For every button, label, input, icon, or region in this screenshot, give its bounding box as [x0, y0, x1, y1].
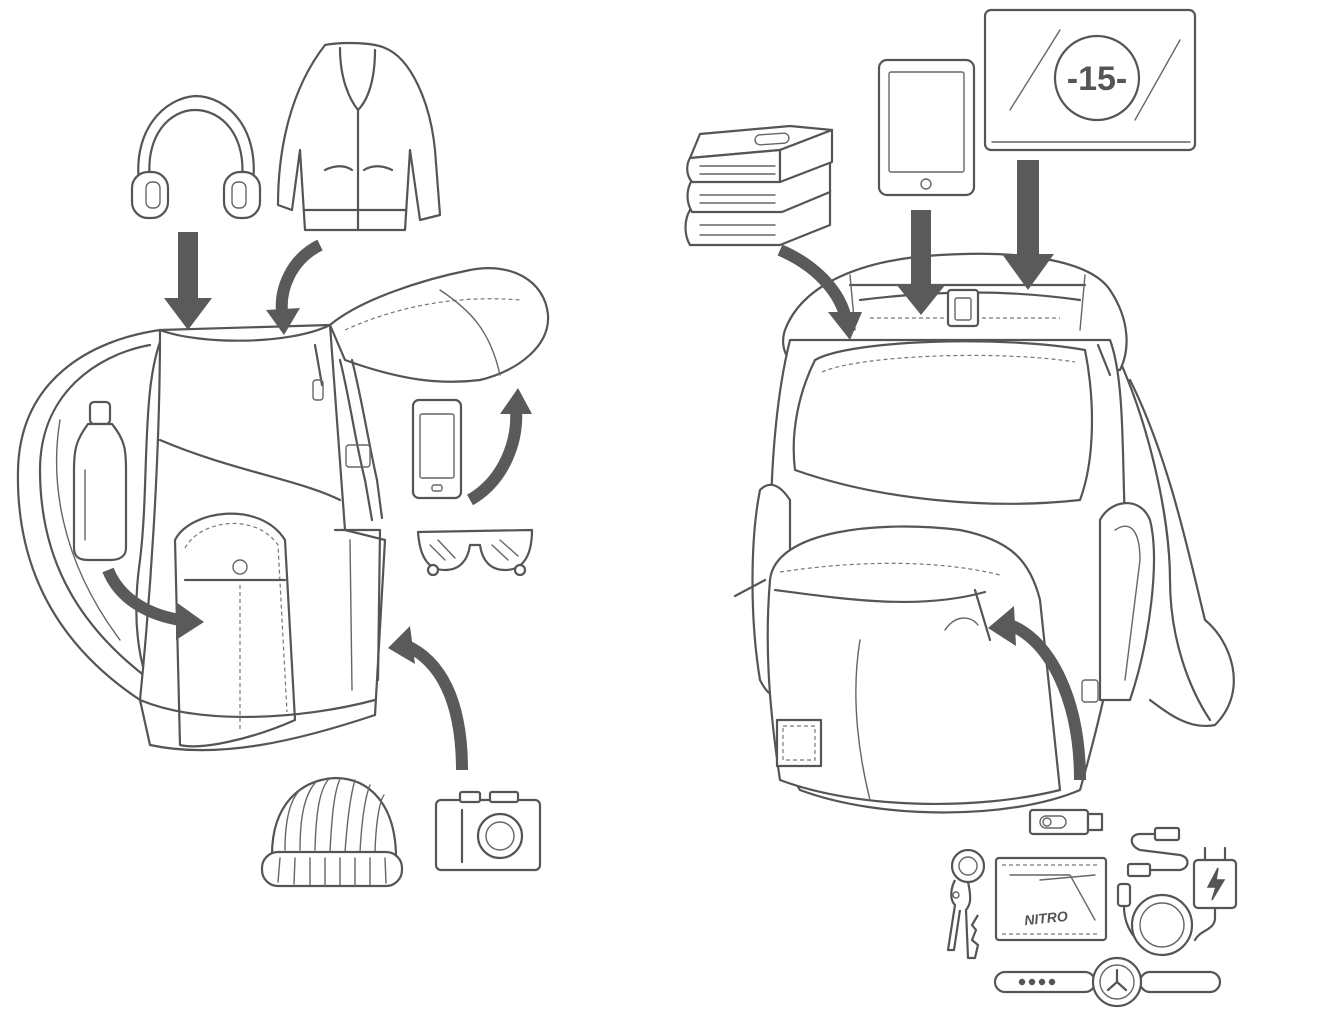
smartphone-icon	[411, 398, 463, 500]
headphones-icon	[130, 94, 262, 220]
usb-stick-icon	[1028, 808, 1104, 836]
left-backpack	[16, 267, 550, 752]
water-bottle-icon	[72, 400, 128, 562]
watch-icon	[993, 956, 1222, 1008]
laptop-icon: -15-	[983, 8, 1197, 152]
usb-cable-icon	[1126, 826, 1189, 878]
hoodie-icon	[276, 41, 442, 232]
arrow-hoodie	[266, 239, 323, 335]
sunglasses-icon	[416, 528, 534, 577]
arrow-phone-sunglasses	[466, 388, 532, 506]
arrow-laptop	[1002, 160, 1054, 290]
arrow-tablet	[896, 210, 946, 315]
tablet-icon	[877, 58, 976, 197]
earphones-icon	[1116, 882, 1194, 957]
arrow-bottle	[102, 567, 204, 640]
wallet-icon: NITRO	[994, 856, 1108, 942]
arrow-accessories	[988, 606, 1086, 781]
charger-icon	[1192, 846, 1238, 942]
arrow-beanie-camera	[388, 626, 468, 771]
arrow-headphones	[164, 232, 212, 330]
laptop-badge: -15-	[1067, 60, 1127, 98]
books-icon	[684, 124, 834, 247]
camera-icon	[434, 790, 542, 872]
keys-icon	[946, 848, 986, 960]
beanie-icon	[260, 776, 404, 888]
right-backpack	[733, 252, 1235, 814]
wallet-brand: NITRO	[1024, 908, 1069, 928]
arrow-books	[777, 244, 862, 340]
